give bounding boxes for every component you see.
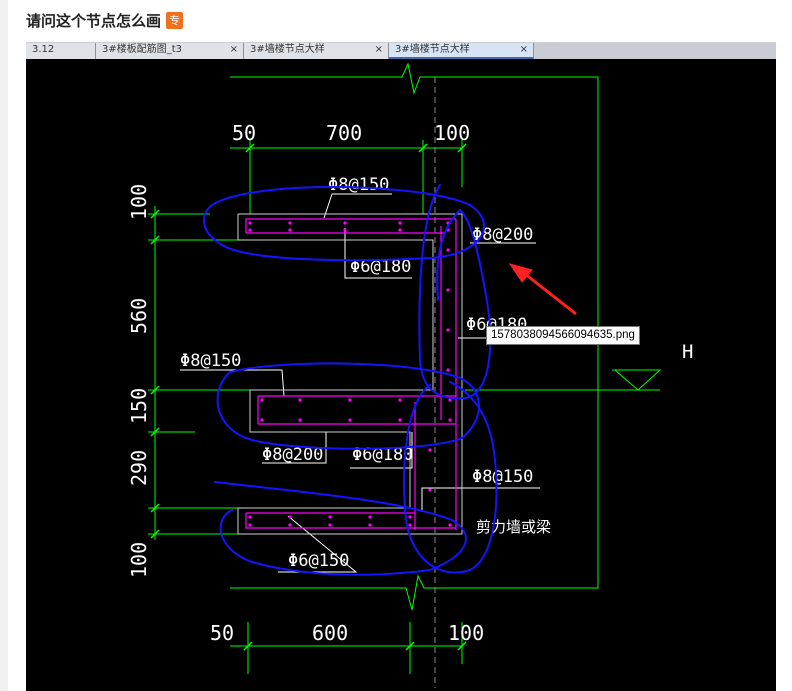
dim-bottom-600: 600	[312, 621, 348, 645]
dim-left-150: 150	[127, 388, 151, 424]
tab-label: 3#墙楼节点大样	[250, 44, 325, 55]
post-header: 请问这个节点怎么画 专	[26, 8, 184, 32]
tab-slab-plan[interactable]: 3#楼板配筋图_t3 ×	[96, 43, 244, 59]
shear-wall-note: 剪力墙或梁	[476, 518, 551, 536]
rebar-label-top-inner: Φ6@180	[350, 257, 411, 277]
tab-label: 3.12	[32, 44, 55, 55]
cad-screenshot: 3.12 3#楼板配筋图_t3 × 3#墙楼节点大样 × 3#墙楼节点大样 ×	[26, 42, 776, 691]
close-icon[interactable]: ×	[229, 44, 238, 55]
rebar-label-top: Φ8@150	[328, 175, 389, 195]
dim-left-290: 290	[127, 450, 151, 486]
level-mark: H	[682, 341, 693, 363]
cad-canvas[interactable]: 50 700 100 50 600 100 100 560 150 290 10…	[26, 59, 776, 691]
expert-badge: 专	[166, 11, 184, 29]
dimension-ticks	[150, 143, 467, 651]
dim-left-100-bottom: 100	[127, 542, 151, 578]
document-tab-bar: 3.12 3#楼板配筋图_t3 × 3#墙楼节点大样 × 3#墙楼节点大样 ×	[26, 42, 776, 59]
tab-label: 3#楼板配筋图_t3	[102, 44, 183, 55]
concrete-outline	[237, 213, 463, 535]
dim-bottom-100: 100	[448, 621, 484, 645]
hand-markup	[203, 184, 498, 576]
tab-label: 3#墙楼节点大样	[395, 44, 470, 55]
dim-top-100: 100	[434, 121, 470, 145]
dim-bottom-50: 50	[210, 621, 234, 645]
page-left-border	[0, 0, 8, 691]
red-arrow	[508, 263, 577, 316]
tab-node-detail-1[interactable]: 3#墙楼节点大样 ×	[244, 43, 389, 59]
dim-top-50: 50	[232, 121, 256, 145]
rebar-label-mid-left: Φ8@150	[180, 351, 241, 371]
rebar-label-bottom: Φ6@150	[288, 551, 349, 571]
image-filename-tooltip: 1578038094566094635.png	[486, 326, 640, 345]
rebar-label-top-right: Φ8@200	[472, 225, 533, 245]
rebar-label-mid-bottom: Φ8@200	[262, 445, 323, 465]
tab-3-12[interactable]: 3.12	[26, 43, 96, 59]
close-icon[interactable]: ×	[519, 44, 528, 55]
rebar-label-lower-right: Φ8@150	[472, 467, 533, 487]
post-title: 请问这个节点怎么画	[26, 11, 162, 30]
dim-left-560: 560	[127, 298, 151, 334]
tab-node-detail-active[interactable]: 3#墙楼节点大样 ×	[389, 43, 534, 59]
dim-left-100-top: 100	[127, 184, 151, 220]
rebar-label-mid-inner: Φ6@180	[352, 445, 413, 465]
dim-top-700: 700	[326, 121, 362, 145]
close-icon[interactable]: ×	[374, 44, 383, 55]
drawing-text: 50 700 100 50 600 100 100 560 150 290 10…	[127, 121, 693, 645]
